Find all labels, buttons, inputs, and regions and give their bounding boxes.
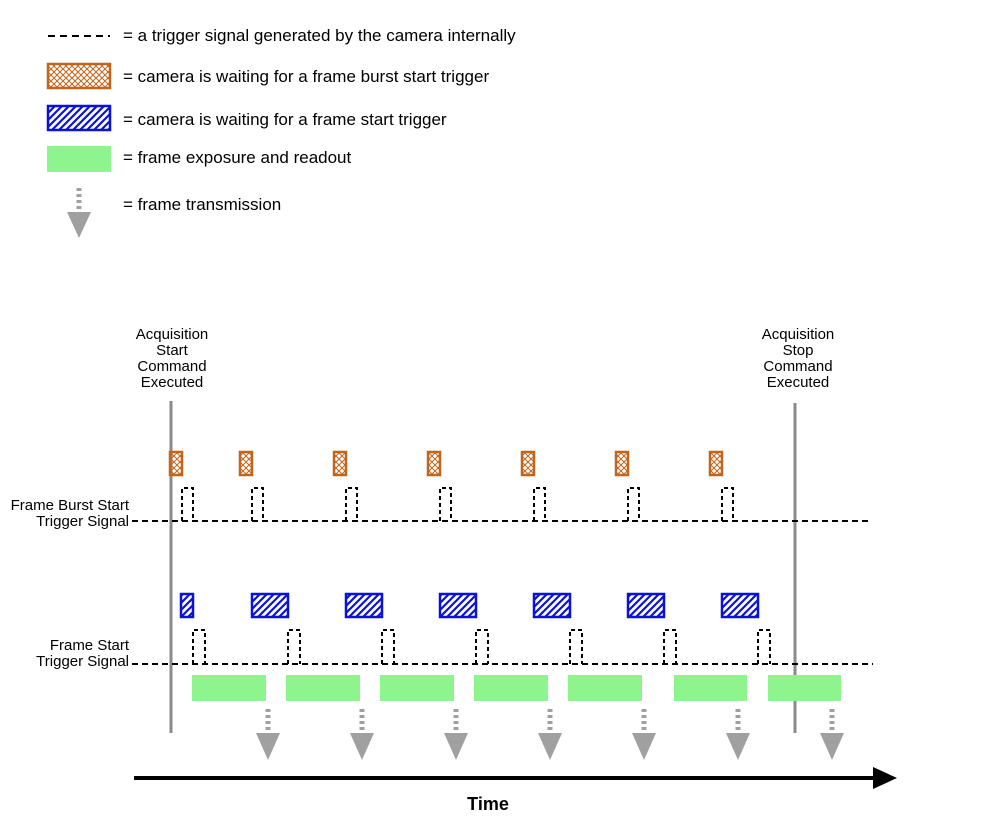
burst-trigger-signal-label: Frame Burst Start Trigger Signal — [11, 497, 130, 530]
time-axis: Time — [134, 767, 897, 814]
frame-trigger-pulse — [757, 629, 771, 664]
frame-trigger-pulse — [475, 629, 489, 664]
frame-wait-box — [438, 592, 478, 619]
burst-trigger-pulse — [181, 487, 194, 521]
exposure-bar — [674, 675, 747, 701]
exposure-bar — [192, 675, 266, 701]
burst-trigger-pulses — [181, 487, 734, 521]
acq-stop-line-2: Stop — [783, 342, 814, 359]
frame-wait-box — [532, 592, 572, 619]
burst-wait-box — [520, 450, 536, 477]
acquisition-start-annotation: Acquisition Start Command Executed — [136, 326, 209, 733]
frame-trigger-pulse — [569, 629, 583, 664]
transmission-arrow-icon — [350, 709, 374, 760]
legend-internal-trigger: = a trigger signal generated by the came… — [48, 26, 516, 45]
legend-burst-wait: = camera is waiting for a frame burst st… — [46, 62, 489, 90]
burst-trigger-pulse — [627, 487, 640, 521]
frame-trigger-pulse — [381, 629, 395, 664]
time-axis-label: Time — [467, 794, 509, 814]
transmission-arrow-icon — [726, 709, 750, 760]
transmission-arrow-icon — [444, 709, 468, 760]
frame-trigger-signal-label: Frame Start Trigger Signal — [36, 637, 130, 670]
burst-label-line-2: Trigger Signal — [36, 513, 129, 530]
burst-wait-crosshatch-icon — [46, 62, 112, 90]
acq-stop-line-3: Command — [763, 358, 832, 375]
transmission-arrows — [256, 709, 844, 760]
frame-trigger-pulse — [287, 629, 301, 664]
transmission-arrow-icon — [538, 709, 562, 760]
burst-trigger-pulse — [721, 487, 734, 521]
burst-trigger-pulse — [533, 487, 546, 521]
legend: = a trigger signal generated by the came… — [46, 26, 516, 238]
exposure-bar — [474, 675, 548, 701]
burst-wait-boxes — [168, 450, 724, 477]
acquisition-stop-annotation: Acquisition Stop Command Executed — [762, 326, 835, 733]
frame-wait-box — [626, 592, 666, 619]
burst-wait-box — [238, 450, 254, 477]
time-axis-arrowhead-icon — [873, 767, 897, 789]
frame-trigger-pulse — [663, 629, 677, 664]
acq-start-line-2: Start — [156, 342, 189, 359]
burst-wait-box — [614, 450, 630, 477]
exposure-bar — [568, 675, 642, 701]
burst-wait-box — [168, 450, 184, 477]
exposure-bar — [380, 675, 454, 701]
burst-label-line-1: Frame Burst Start — [11, 497, 130, 514]
frame-wait-box — [344, 592, 384, 619]
exposure-bar — [286, 675, 360, 701]
burst-trigger-pulse — [439, 487, 452, 521]
frame-label-line-1: Frame Start — [50, 637, 130, 654]
legend-internal-trigger-label: = a trigger signal generated by the came… — [123, 26, 516, 45]
legend-exposure: = frame exposure and readout — [47, 146, 352, 172]
frame-wait-hatch-icon — [46, 104, 112, 132]
frame-wait-box — [250, 592, 290, 619]
burst-trigger-pulse — [251, 487, 264, 521]
frame-label-line-2: Trigger Signal — [36, 653, 129, 670]
transmission-arrow-icon — [632, 709, 656, 760]
legend-transmission: = frame transmission — [67, 188, 281, 238]
frame-trigger-pulses — [192, 629, 771, 664]
acq-start-line-3: Command — [137, 358, 206, 375]
legend-burst-wait-label: = camera is waiting for a frame burst st… — [123, 67, 489, 86]
frame-trigger-pulse — [192, 629, 206, 664]
frame-wait-box — [179, 592, 195, 619]
legend-exposure-label: = frame exposure and readout — [123, 148, 352, 167]
frame-wait-boxes — [179, 592, 760, 619]
burst-wait-box — [426, 450, 442, 477]
legend-frame-wait-label: = camera is waiting for a frame start tr… — [123, 110, 447, 129]
acq-start-line-4: Executed — [141, 374, 204, 391]
legend-frame-wait: = camera is waiting for a frame start tr… — [46, 104, 447, 132]
legend-transmission-label: = frame transmission — [123, 195, 281, 214]
transmission-arrow-icon — [256, 709, 280, 760]
exposure-bars — [192, 675, 841, 701]
burst-wait-box — [332, 450, 348, 477]
exposure-bar — [768, 675, 841, 701]
acq-stop-line-1: Acquisition — [762, 326, 835, 343]
frame-wait-box — [720, 592, 760, 619]
transmission-arrow-icon — [67, 188, 91, 238]
acq-stop-line-4: Executed — [767, 374, 830, 391]
acq-start-line-1: Acquisition — [136, 326, 209, 343]
burst-wait-box — [708, 450, 724, 477]
transmission-arrow-icon — [820, 709, 844, 760]
exposure-bar-icon — [47, 146, 111, 172]
burst-trigger-pulse — [345, 487, 358, 521]
